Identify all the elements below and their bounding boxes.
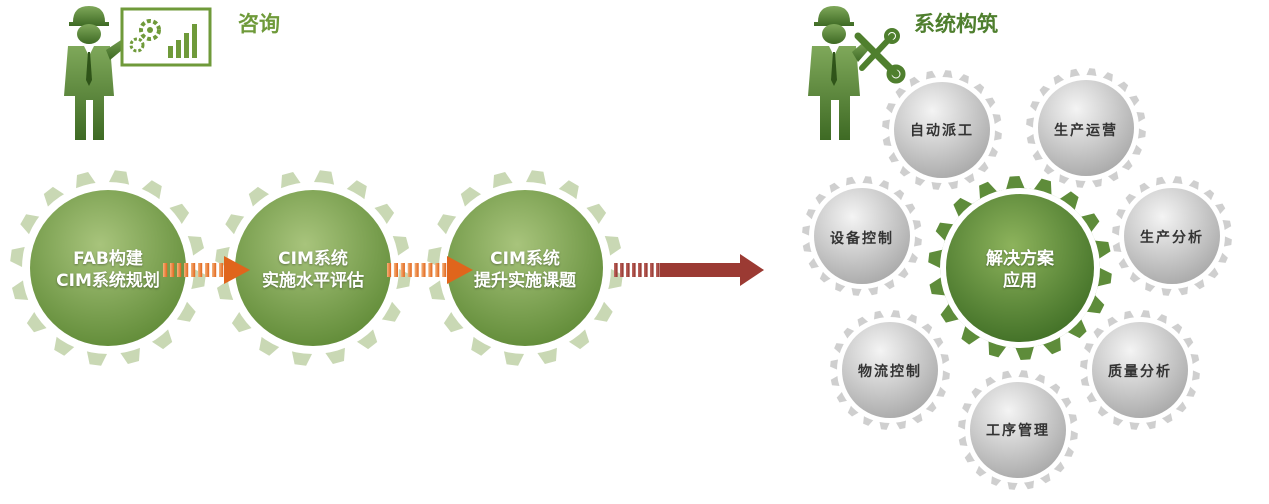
arrow-to-system	[614, 254, 764, 286]
module-gear-production-analysis	[1112, 176, 1232, 296]
center-gear	[928, 176, 1112, 360]
consult-gear-1	[10, 170, 206, 366]
module-gear-logistics-control	[830, 310, 950, 430]
engineer-figure-icon	[808, 6, 872, 140]
module-gear-equipment-control	[802, 176, 922, 296]
presenter-figure-icon	[64, 6, 134, 140]
arrow-step2-to-step3	[387, 256, 473, 284]
module-gear-process-management	[958, 370, 1078, 490]
presentation-board-icon	[120, 7, 212, 67]
module-gear-auto-dispatch	[882, 70, 1002, 190]
arrow-step1-to-step2	[163, 256, 250, 284]
consult-gear-2	[215, 170, 411, 366]
consult-gear-3	[427, 170, 623, 366]
module-gear-production-ops	[1026, 68, 1146, 188]
wrench-icon	[854, 28, 906, 84]
module-gear-quality-analysis	[1080, 310, 1200, 430]
system-title: 系统构筑	[914, 12, 998, 36]
consulting-title: 咨询	[238, 12, 280, 36]
